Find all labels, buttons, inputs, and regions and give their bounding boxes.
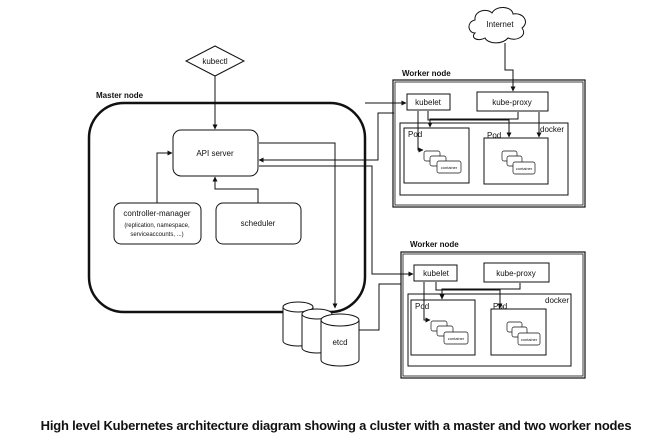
container-stack-left: container: [423, 150, 462, 174]
pod-right-box: [483, 137, 549, 185]
container-stack-right: container: [501, 150, 536, 175]
kubelet-box: [413, 264, 458, 282]
container-stack-left: container: [430, 320, 469, 345]
svg-text:container: container: [448, 336, 465, 341]
scheduler-to-api-arrow: [212, 176, 259, 203]
docker-label: docker: [540, 125, 564, 134]
master-node-box: [87, 101, 367, 314]
kubelet-to-left-pod-arrow: [417, 111, 424, 153]
figure-caption: High level Kubernetes architecture diagr…: [40, 418, 632, 433]
controller-manager-detail-1: (replication, namespace,: [124, 223, 190, 229]
proxy-to-left-pod-arrow: [427, 112, 519, 128]
kubelet-to-right-pod-arrow: [427, 111, 512, 138]
kubectl-node: kubectl: [184, 45, 246, 77]
internet-label: Internet: [486, 20, 514, 29]
docker-box: [407, 293, 572, 367]
api-to-etcd-arrow: [259, 142, 338, 309]
kubelet-box: [406, 93, 451, 111]
kubelet-to-right-pod-arrow: [435, 282, 503, 309]
container-stack-right: container: [506, 321, 541, 346]
etcd-store: etcd: [282, 301, 360, 367]
kube-proxy-box: [483, 262, 550, 283]
master-node-title: Master node: [96, 91, 144, 100]
pod-left-label: Pod: [415, 302, 429, 311]
kubelet-label: kubelet: [423, 269, 450, 278]
svg-text:container: container: [516, 166, 533, 171]
controller-to-api-arrow: [156, 150, 173, 203]
docker-box: [399, 122, 569, 196]
kubectl-label: kubectl: [202, 57, 228, 66]
kubelet2-to-etcd-line: [359, 283, 401, 331]
svg-text:container: container: [521, 337, 538, 342]
kube-proxy-box: [476, 91, 549, 112]
api-server-label: API server: [196, 149, 234, 158]
pod-right-box: [490, 308, 547, 356]
proxy-to-left-pod-arrow: [439, 283, 521, 300]
pod-left-box: [410, 299, 476, 356]
internet-to-proxy-arrow: [504, 43, 516, 92]
kube-proxy-label: kube-proxy: [496, 269, 536, 278]
worker-node-2: Worker node kubelet kube-proxy docker Po…: [400, 240, 586, 379]
controller-manager-label: controller-manager: [123, 209, 190, 218]
pod-left-box: [403, 127, 470, 184]
scheduler-label: scheduler: [241, 219, 276, 228]
internet-cloud: Internet: [468, 7, 526, 44]
controller-manager-detail-2: serviceaccounts, ...): [130, 232, 183, 238]
kubelet1-to-api-arrow: [258, 112, 394, 163]
pod-left-label: Pod: [408, 130, 422, 139]
kube-proxy-label: kube-proxy: [492, 98, 532, 107]
svg-text:container: container: [441, 165, 458, 170]
worker-node-2-title: Worker node: [410, 240, 459, 249]
api-server-box: [172, 129, 259, 177]
docker-label: docker: [545, 296, 569, 305]
kubelet-to-left-pod-arrow: [423, 282, 431, 323]
pod-right-label: Pod: [487, 131, 501, 140]
worker-node-1: Worker node kubelet kube-proxy docker Po…: [392, 69, 586, 208]
worker-node-1-title: Worker node: [402, 69, 451, 78]
api-to-kubelet2-arrow: [259, 165, 414, 277]
kubelet-label: kubelet: [415, 98, 442, 107]
etcd-label: etcd: [332, 338, 347, 347]
